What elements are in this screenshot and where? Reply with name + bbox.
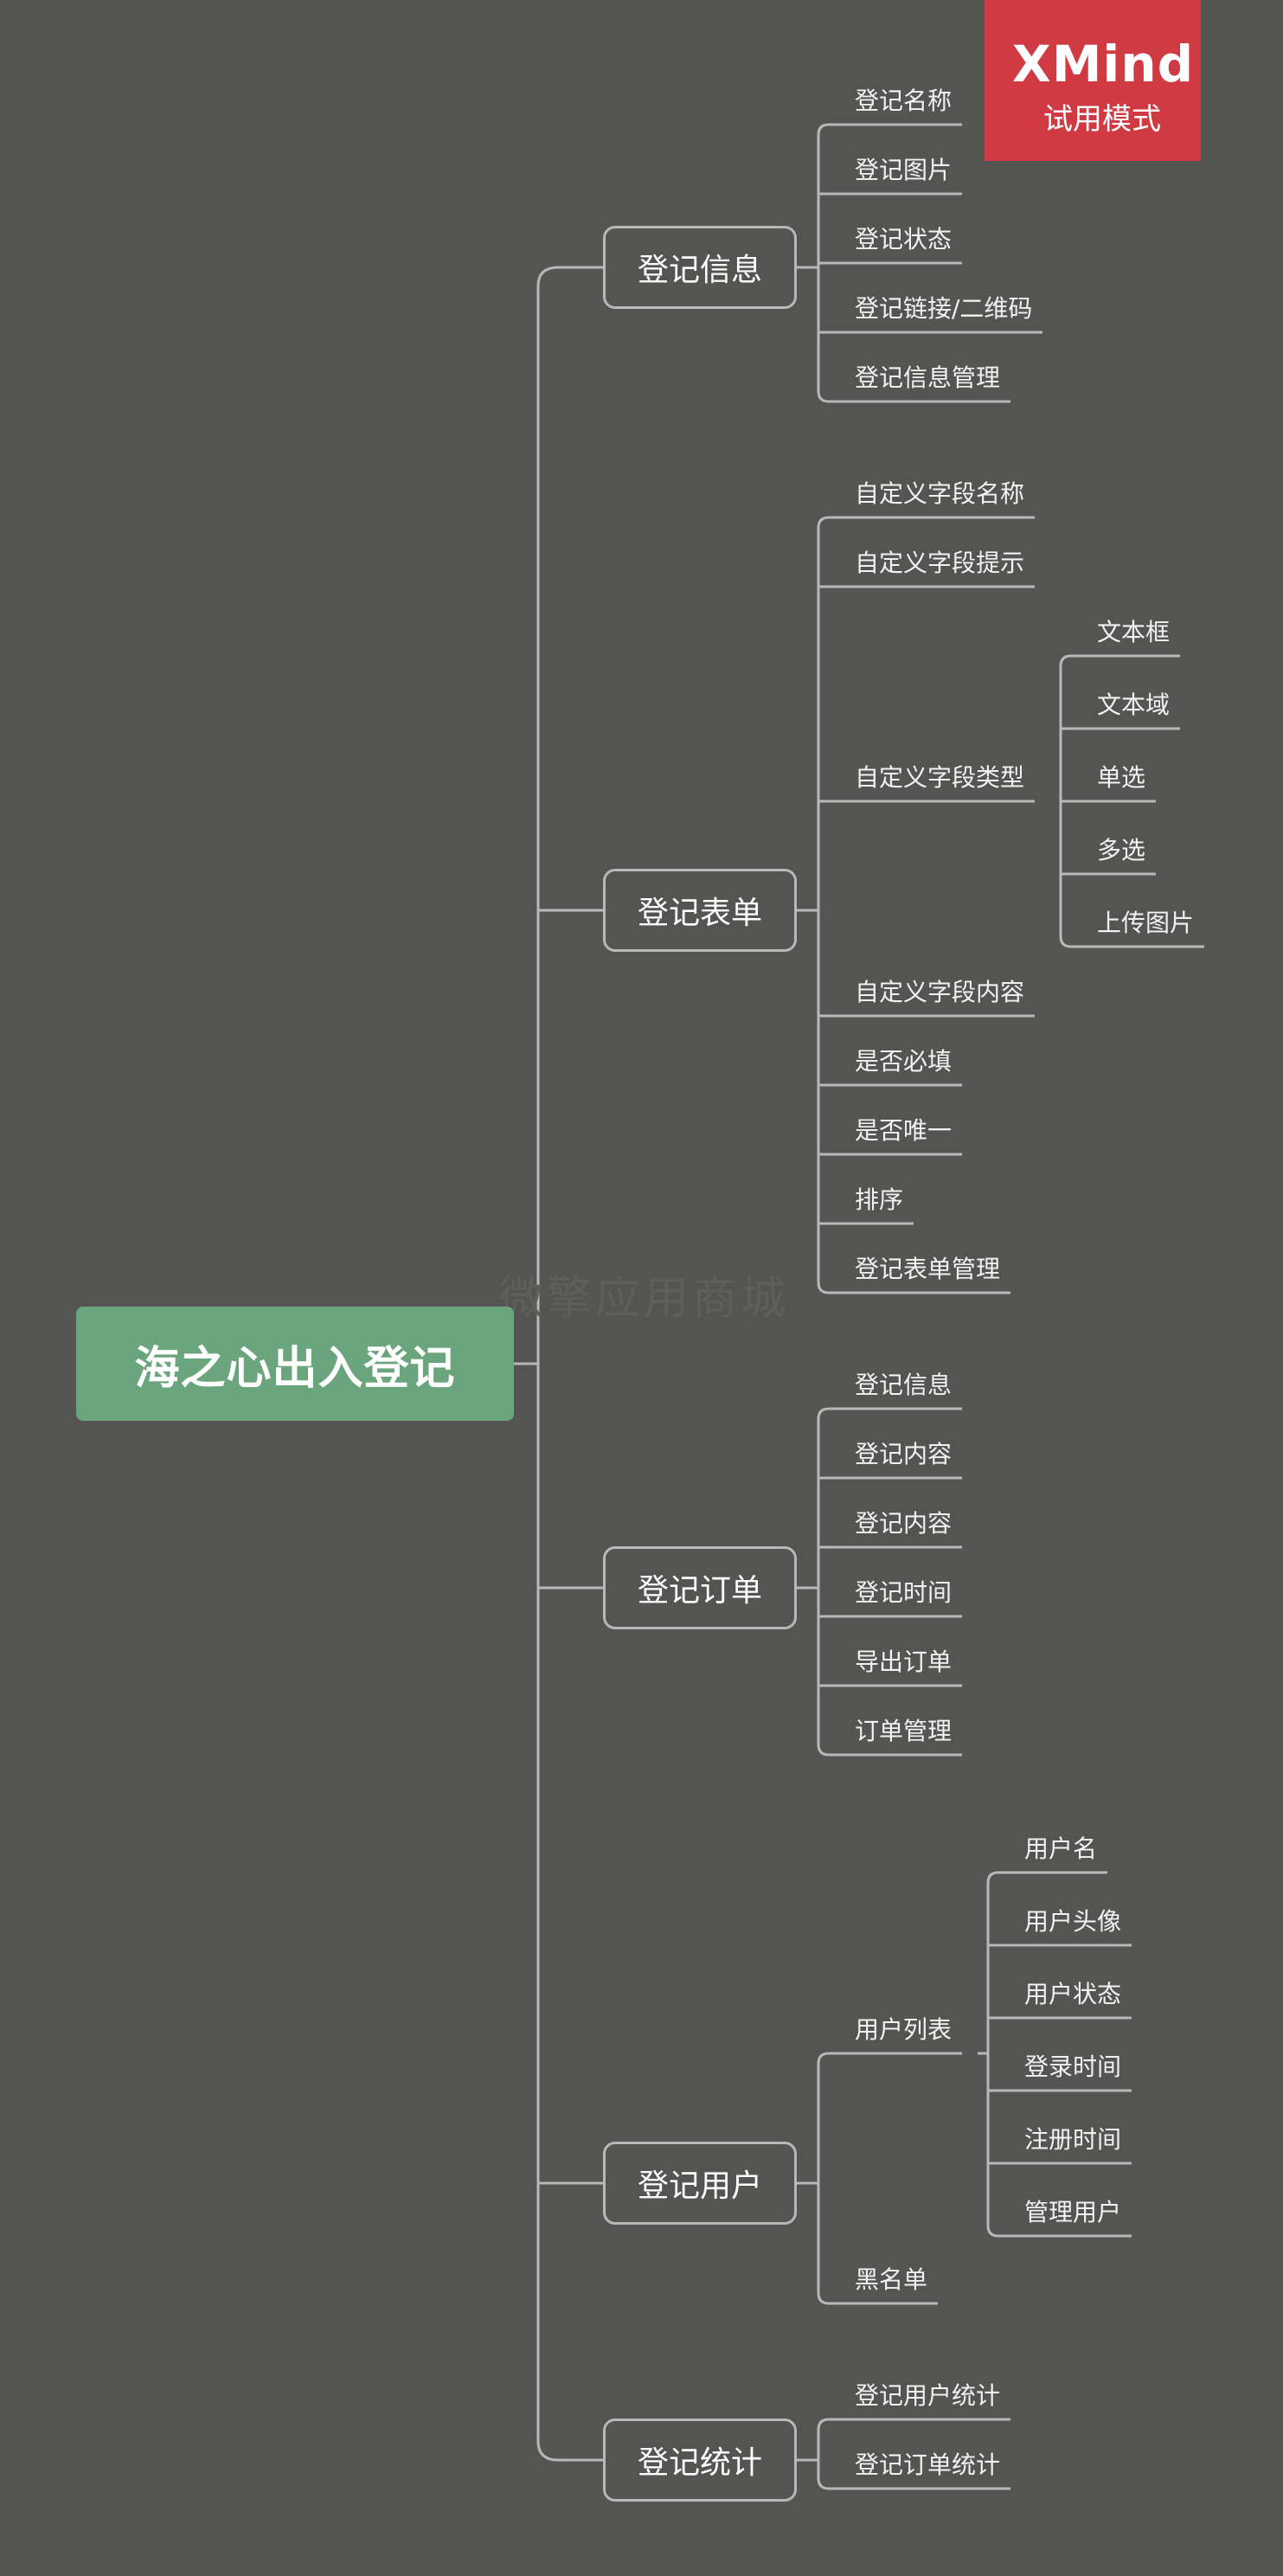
user-list-option[interactable]: 用户头像: [1024, 1907, 1122, 1936]
trial-mode-text: 试用模式: [1043, 102, 1161, 137]
form-item[interactable]: 自定义字段内容: [855, 978, 1025, 1006]
order-item[interactable]: 登记时间: [855, 1578, 953, 1607]
user-list-option[interactable]: 登录时间: [1024, 2052, 1122, 2081]
type-option[interactable]: 文本框: [1097, 618, 1171, 646]
order-item[interactable]: 导出订单: [855, 1648, 953, 1676]
type-option[interactable]: 单选: [1097, 763, 1146, 792]
topic-stats[interactable]: 登记统计: [603, 2419, 797, 2502]
info-item[interactable]: 登记图片: [855, 156, 953, 184]
form-item[interactable]: 自定义字段类型: [855, 763, 1025, 792]
xmind-trial-badge: XMind 试用模式: [985, 0, 1201, 161]
user-list-option[interactable]: 用户名: [1024, 1834, 1098, 1863]
topic-order[interactable]: 登记订单: [603, 1546, 797, 1629]
watermark: 微擎应用商城: [498, 1273, 790, 1325]
user-item[interactable]: 黑名单: [855, 2265, 928, 2294]
type-option[interactable]: 多选: [1097, 836, 1146, 864]
form-item[interactable]: 是否必填: [855, 1047, 953, 1076]
order-item[interactable]: 登记内容: [855, 1440, 953, 1468]
order-item[interactable]: 登记内容: [855, 1509, 953, 1538]
topic-form[interactable]: 登记表单: [603, 869, 797, 952]
topic-user[interactable]: 登记用户: [603, 2142, 797, 2225]
stats-item[interactable]: 登记订单统计: [855, 2451, 1001, 2479]
userlist-trunk: [986, 1871, 999, 2238]
topic-info[interactable]: 登记信息: [603, 226, 797, 309]
user-list-option[interactable]: 用户状态: [1024, 1980, 1122, 2008]
user-trunk: [817, 2052, 830, 2305]
user-item[interactable]: 用户列表: [855, 2015, 953, 2044]
info-item[interactable]: 登记状态: [855, 225, 953, 254]
order-item[interactable]: 登记信息: [855, 1371, 953, 1399]
stats-item[interactable]: 登记用户统计: [855, 2381, 1001, 2410]
form-item[interactable]: 登记表单管理: [855, 1255, 1001, 1283]
stats-trunk: [817, 2418, 830, 2490]
root-topic[interactable]: 海之心出入登记: [76, 1307, 514, 1421]
info-item[interactable]: 登记链接/二维码: [855, 294, 1033, 323]
order-item[interactable]: 订单管理: [855, 1717, 953, 1745]
type-option[interactable]: 文本域: [1097, 691, 1171, 719]
type-option[interactable]: 上传图片: [1097, 909, 1195, 937]
info-item[interactable]: 登记信息管理: [855, 363, 1001, 392]
order-trunk: [817, 1407, 830, 1757]
xmind-logo-text: XMind: [1012, 35, 1195, 93]
form-item[interactable]: 排序: [855, 1185, 904, 1214]
form-item[interactable]: 是否唯一: [855, 1116, 953, 1145]
root-trunk: [536, 266, 559, 2462]
user-list-option[interactable]: 管理用户: [1024, 2198, 1122, 2226]
user-list-option[interactable]: 注册时间: [1024, 2125, 1122, 2154]
form-trunk: [817, 516, 830, 1294]
form-item[interactable]: 自定义字段提示: [855, 549, 1025, 577]
info-item[interactable]: 登记名称: [855, 87, 953, 115]
form-item[interactable]: 自定义字段名称: [855, 479, 1025, 508]
